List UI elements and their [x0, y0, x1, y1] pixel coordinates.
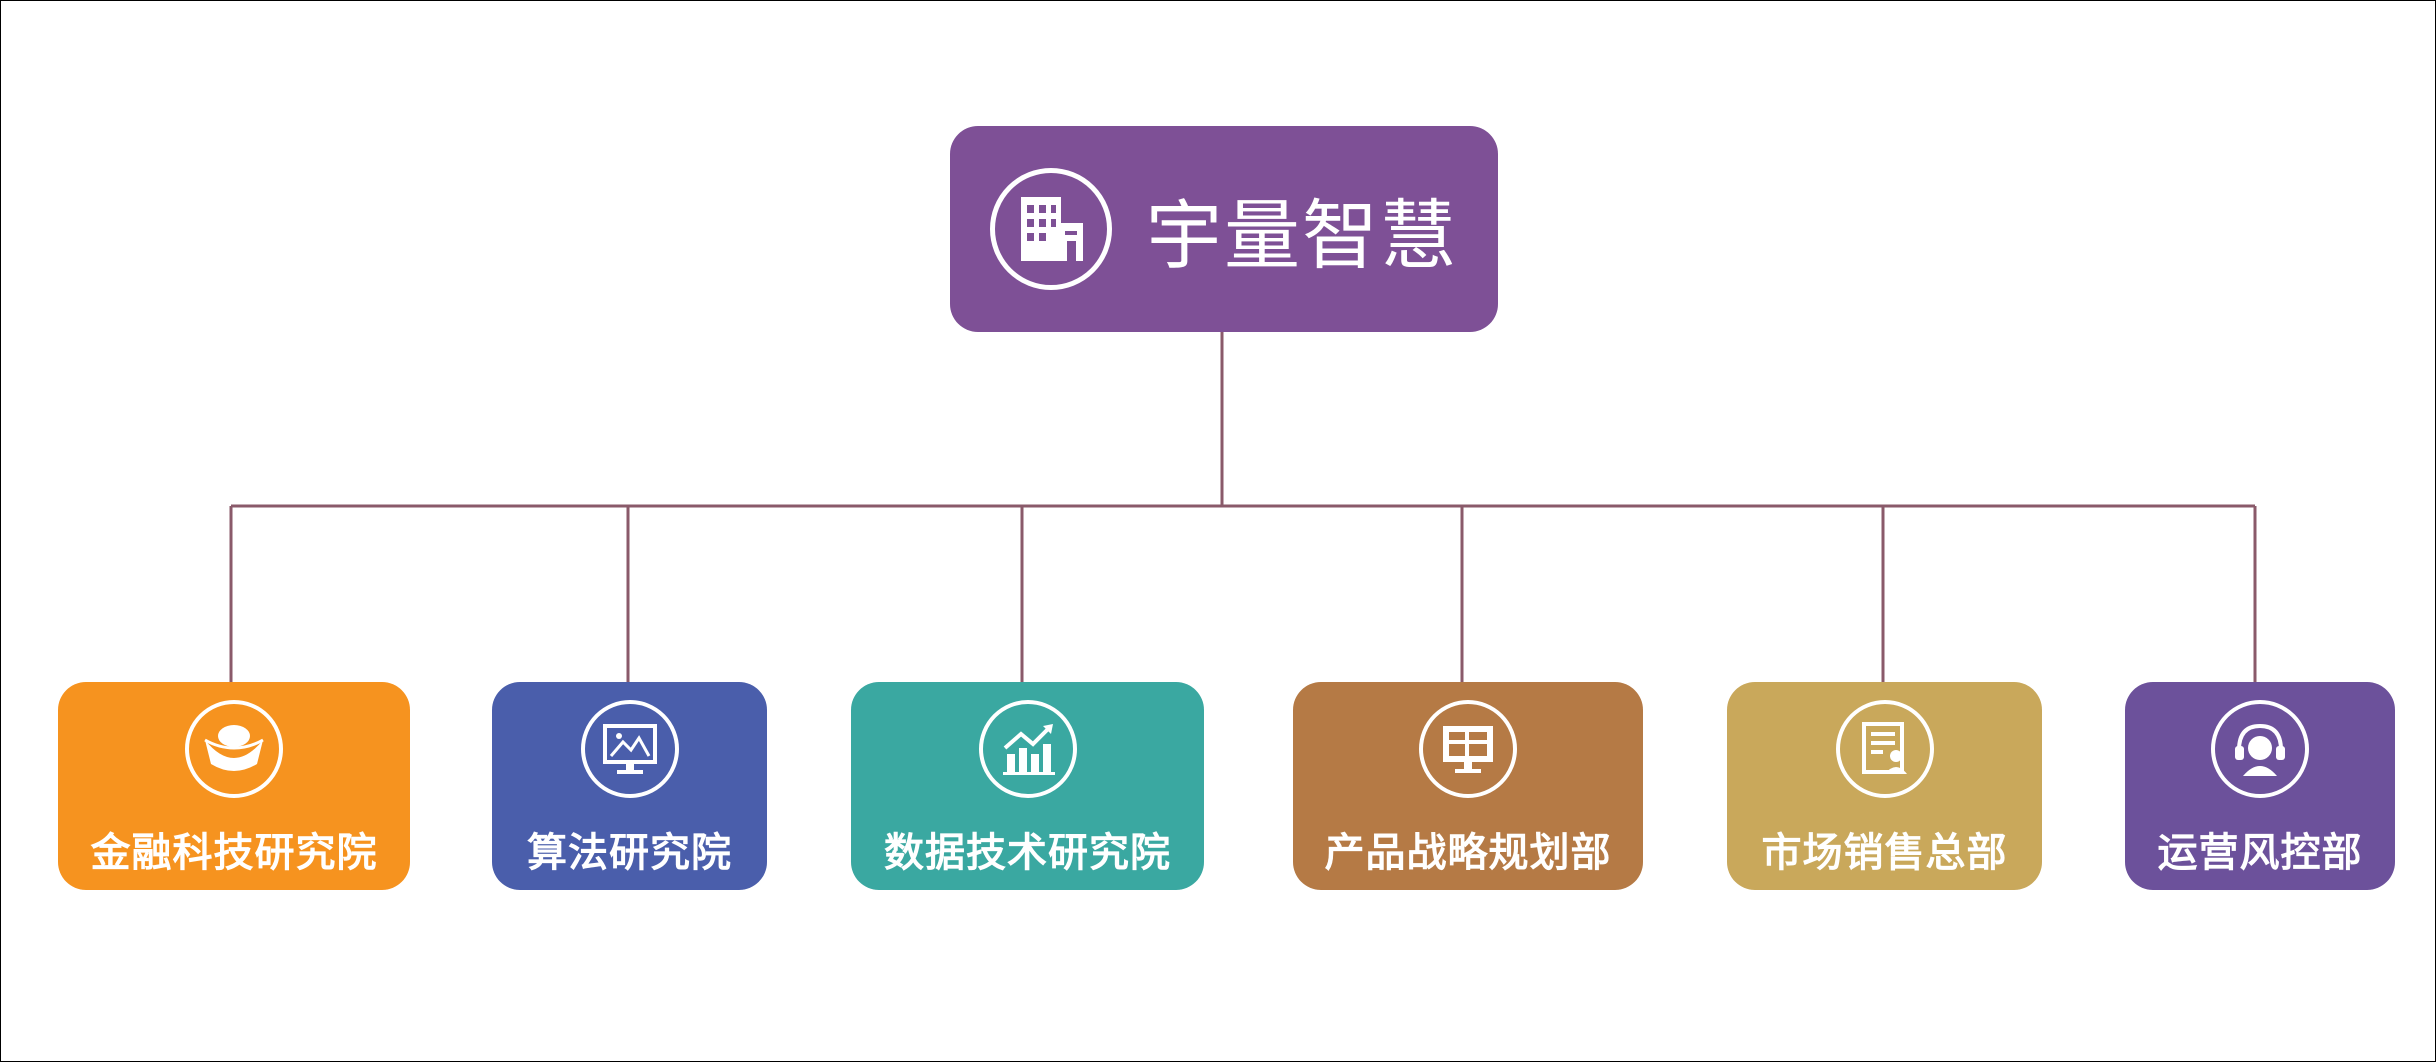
node-label: 金融科技研究院	[90, 830, 378, 876]
bar-chart-trend-icon	[978, 700, 1077, 798]
root-node: 宇量智慧	[950, 126, 1498, 332]
node-label: 数据技术研究院	[884, 830, 1171, 876]
node-label: 产品战略规划部	[1324, 830, 1612, 876]
node-label: 市场销售总部	[1761, 830, 2008, 876]
document-person-icon	[1835, 700, 1934, 798]
node-operations-risk-dept: 运营风控部	[2125, 682, 2395, 890]
node-marketing-sales-hq: 市场销售总部	[1727, 682, 2042, 890]
node-product-strategy-dept: 产品战略规划部	[1293, 682, 1643, 890]
monitor-layout-icon	[1419, 700, 1517, 798]
node-algorithm-institute: 算法研究院	[492, 682, 767, 890]
monitor-image-icon	[580, 700, 679, 798]
root-label: 宇量智慧	[1146, 191, 1458, 280]
building-icon	[990, 168, 1112, 290]
node-data-tech-institute: 数据技术研究院	[851, 682, 1204, 890]
node-label: 运营风控部	[2157, 830, 2363, 876]
node-label: 算法研究院	[527, 830, 732, 876]
headset-agent-icon	[2211, 700, 2309, 798]
gold-ingot-icon	[185, 700, 283, 798]
node-fintech-institute: 金融科技研究院	[58, 682, 410, 890]
